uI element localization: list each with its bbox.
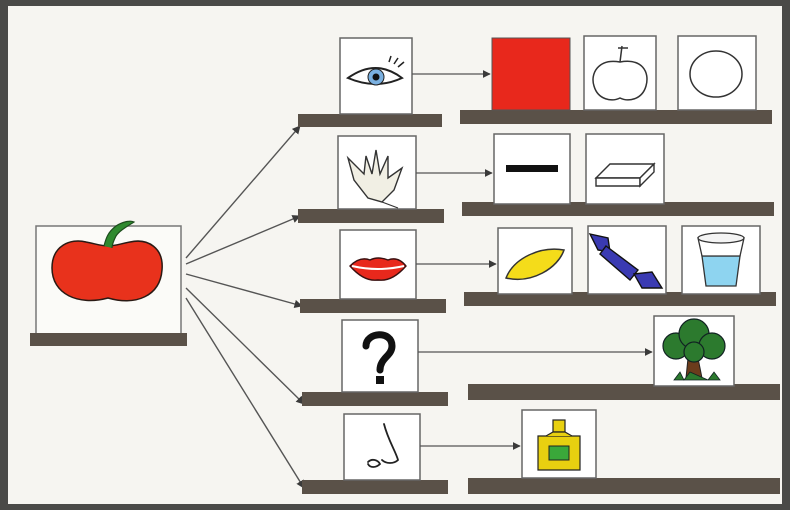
- source-arrows: [185, 125, 305, 489]
- tree-icon: [662, 318, 726, 381]
- candy-icon: [588, 232, 664, 289]
- arrow-to-touch: [185, 215, 301, 265]
- arrow-to-taste: [185, 273, 303, 309]
- taste-shelf: [300, 299, 446, 313]
- smell-items-shelf: [468, 478, 780, 494]
- eye-icon: [345, 55, 405, 86]
- line-icon: [506, 165, 558, 172]
- sight-shelf: [298, 114, 442, 127]
- apple-shelf: [30, 333, 187, 346]
- row-smell: [302, 409, 780, 494]
- pumpkin-outline-icon: [592, 45, 648, 101]
- perfume-bottle-icon: [537, 419, 581, 471]
- apple-card: [30, 220, 187, 346]
- apple-icon: [51, 220, 163, 302]
- sense-card-smell: [343, 413, 421, 481]
- diagram-canvas: [30, 35, 780, 494]
- sight-items-shelf: [460, 110, 772, 124]
- lips-icon: [349, 257, 407, 281]
- arrow-to-smell: [185, 297, 305, 489]
- taste-items-shelf: [464, 292, 776, 306]
- arrow-to-unknown: [185, 287, 305, 405]
- row-touch: [298, 133, 774, 223]
- hand-icon: [346, 149, 404, 209]
- row-taste: [300, 225, 776, 313]
- touch-shelf: [298, 209, 444, 223]
- smell-shelf: [302, 480, 448, 494]
- lemon-icon: [504, 248, 565, 280]
- nose-icon: [367, 423, 399, 468]
- row-unknown: [302, 315, 780, 406]
- red-square-icon: [491, 37, 571, 111]
- glass-icon: [697, 232, 745, 287]
- unknown-items-shelf: [468, 384, 780, 400]
- arrow-to-sight: [185, 125, 301, 259]
- question-mark-icon: [362, 331, 396, 384]
- circle-outline-icon: [689, 50, 743, 98]
- flat-block-icon: [594, 162, 656, 188]
- unknown-shelf: [302, 392, 448, 406]
- touch-items-shelf: [462, 202, 774, 216]
- senses-diagram: [8, 6, 782, 504]
- row-sight: [298, 35, 772, 127]
